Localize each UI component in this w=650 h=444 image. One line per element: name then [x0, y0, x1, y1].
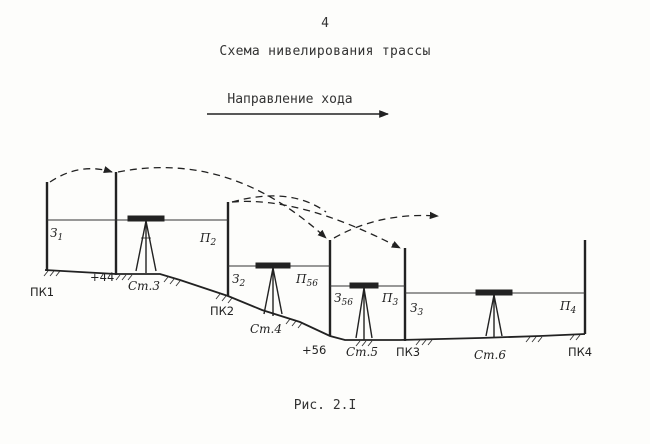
label-st4: Ст.4: [250, 322, 282, 336]
label-plus56: +56: [302, 343, 326, 357]
label-plus44: +44: [90, 270, 114, 284]
leveling-staffs: [45, 172, 587, 341]
instrument-st4: [255, 262, 291, 316]
label-p56: П56: [295, 272, 318, 289]
label-p2: П2: [199, 231, 216, 248]
label-pk4: ПК4: [568, 345, 592, 359]
label-st6: Ст.6: [474, 348, 506, 362]
instrument-st3: [127, 215, 165, 273]
direction-label: Направление хода: [227, 92, 353, 107]
figure-caption: Рис. 2.I: [293, 398, 357, 413]
label-p3: П3: [381, 291, 398, 308]
label-st3: Ст.3: [128, 279, 160, 293]
label-p4: П4: [559, 299, 576, 316]
label-z1: З1: [50, 226, 63, 243]
label-z56: З56: [334, 291, 353, 308]
ground-hatching: [43, 270, 581, 347]
label-z2: З2: [232, 272, 245, 289]
label-pk1: ПК1: [30, 285, 54, 299]
instrument-st6: [475, 289, 513, 338]
label-pk2: ПК2: [210, 304, 234, 318]
label-st5: Ст.5: [346, 345, 378, 359]
scheme-title: Схема нивелирования трассы: [219, 44, 431, 59]
label-z3: З3: [410, 301, 423, 318]
instrument-st5: [349, 282, 379, 340]
page-number: 4: [321, 16, 329, 31]
sequence-arcs: [49, 166, 439, 249]
label-pk3: ПК3: [396, 345, 420, 359]
ground-profile: [44, 269, 586, 341]
